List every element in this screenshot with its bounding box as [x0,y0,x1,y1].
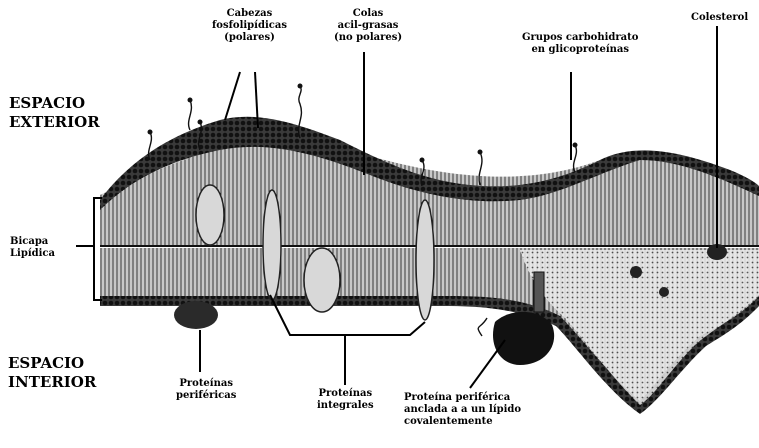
lipid-anchored-protein [493,312,554,365]
label-proteinas-perifericas: Proteínas periféricas [176,378,236,402]
label-proteina-anclada: Proteína periférica anclada a a un lípid… [404,392,521,428]
lipid-anchor [534,272,544,312]
label-cabezas: Cabezas fosfolipídicas (polares) [212,8,287,44]
label-proteinas-integrales: Proteínas integrales [317,388,374,412]
label-espacio-exterior: ESPACIO EXTERIOR [9,94,100,132]
integral-protein-4 [416,200,434,320]
integral-protein-3 [304,248,340,312]
label-bicapa: Bicapa Lipídica [10,236,55,260]
integral-protein-1 [196,185,224,245]
cholesterol-dot-1 [630,266,642,278]
peripheral-protein [174,301,218,329]
cholesterol-dot-2 [659,287,669,297]
label-colesterol: Colesterol [691,12,748,24]
label-espacio-interior: ESPACIO INTERIOR [8,354,96,392]
integral-protein-2 [263,190,281,300]
label-grupos-carbohidrato: Grupos carbohidrato en glicoproteínas [522,32,638,56]
label-colas: Colas acil-grasas (no polares) [334,8,402,44]
